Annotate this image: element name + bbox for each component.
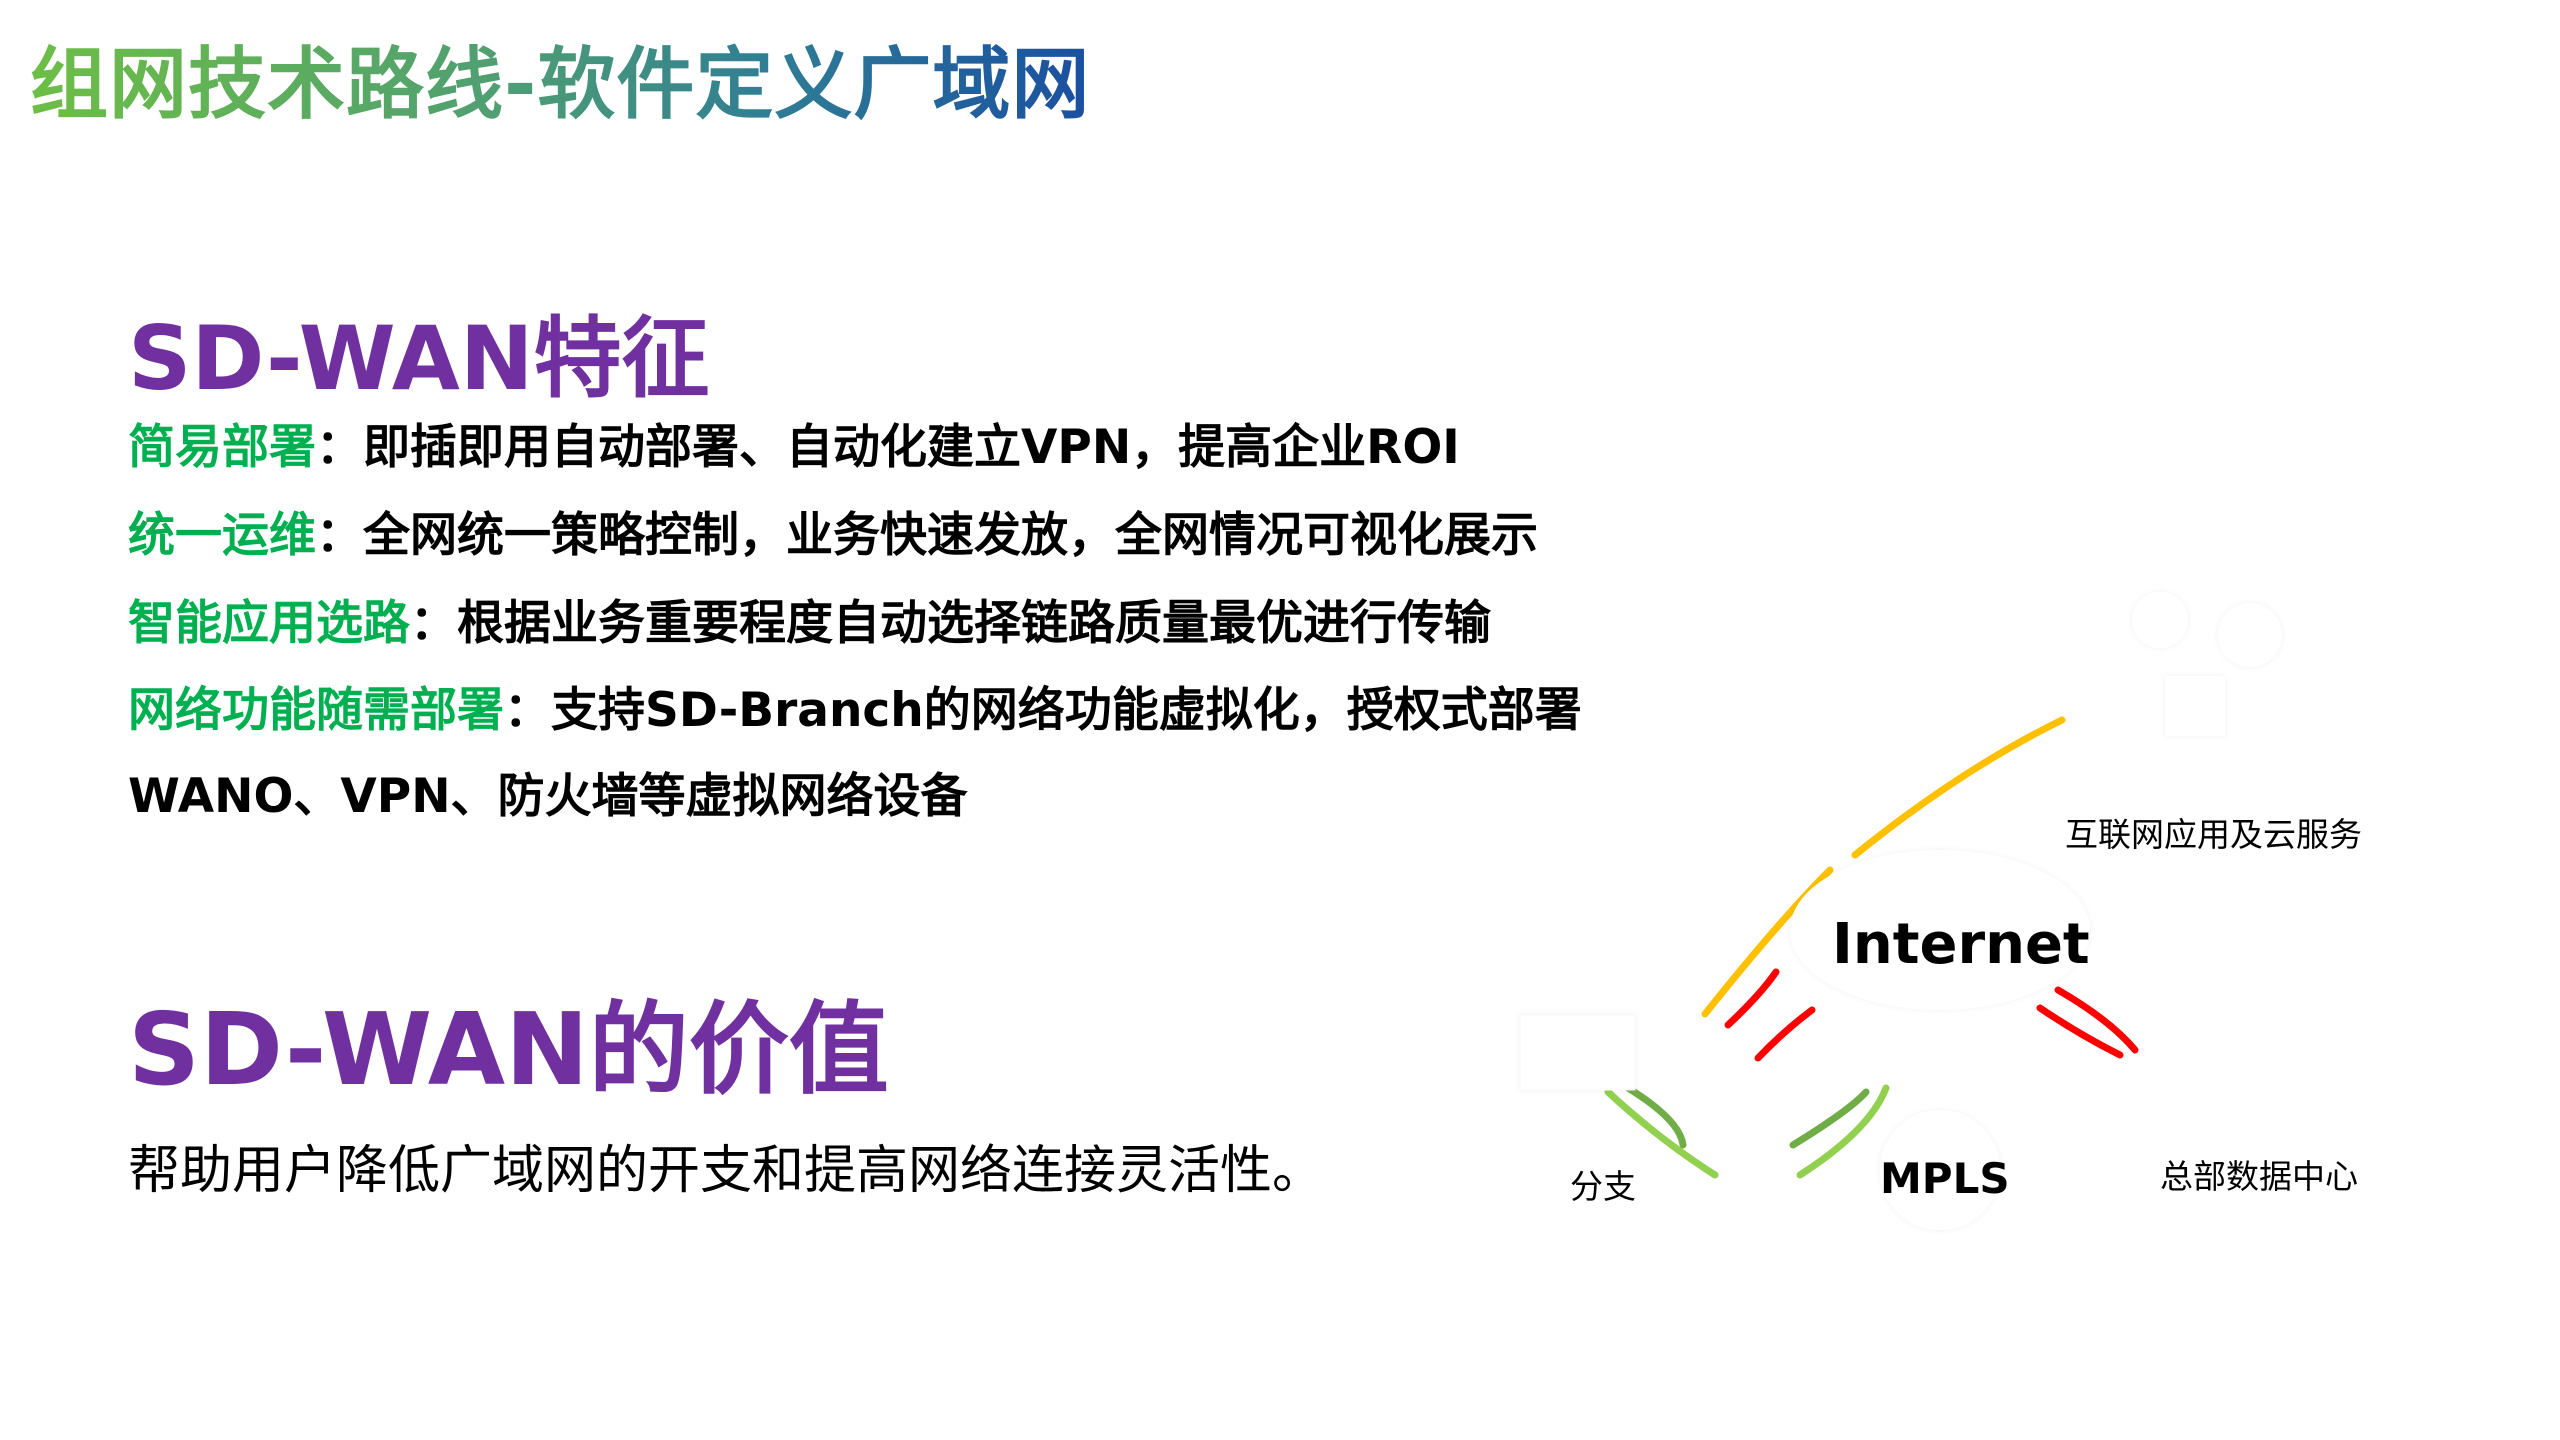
hq-label: 总部数据中心 (2160, 1157, 2358, 1196)
feature-item: 统一运维：全网统一策略控制，业务快速发放，全网情况可视化展示 (128, 506, 1538, 566)
ie-browser-icon (2132, 592, 2188, 648)
slide-title: 组网技术路线-软件定义广域网 (30, 22, 1090, 134)
internet-node-label: Internet (1832, 912, 2090, 977)
feature-text: 全网统一策略控制，业务快速发放，全网情况可视化展示 (363, 508, 1538, 563)
branch-label: 分支 (1570, 1167, 1636, 1206)
mpls-icon (1880, 1110, 2000, 1230)
feature-item: 简易部署：即插即用自动部署、自动化建立VPN，提高企业ROI (128, 418, 1460, 478)
internet-hq-links (2036, 986, 2139, 1059)
feature-sep: ： (504, 683, 551, 738)
feature-text: 支持SD-Branch的网络功能虚拟化，授权式部署 (551, 683, 1582, 738)
feature-sep: ： (410, 596, 457, 651)
features-heading: SD-WAN特征 (128, 307, 710, 410)
branch-internet-links (1724, 968, 1816, 1062)
feature-sep: ： (316, 420, 363, 475)
feature-item: 智能应用选路：根据业务重要程度自动选择链路质量最优进行传输 (128, 594, 1491, 654)
feature-key: 智能应用选路 (128, 596, 410, 651)
feature-key: 简易部署 (128, 420, 316, 475)
branch-mpls-links (1604, 1084, 1719, 1179)
mpls-node-label: MPLS (1880, 1154, 2010, 1203)
image-icon (2165, 676, 2225, 736)
monitor-icon (1519, 1014, 1636, 1091)
feature-continuation: WANO、VPN、防火墙等虚拟网络设备 (128, 769, 968, 824)
feature-key: 统一运维 (128, 508, 316, 563)
value-heading: SD-WAN的价值 (128, 991, 889, 1108)
feature-sep: ： (316, 508, 363, 563)
cloud-services-label: 互联网应用及云服务 (2065, 815, 2362, 854)
mpls-hq-links (1789, 1084, 1890, 1179)
pie-chart-icon (2218, 603, 2282, 667)
value-description: 帮助用户降低广域网的开支和提高网络连接灵活性。 (128, 1141, 1325, 1201)
cloud-icon (1790, 850, 2090, 1010)
internet-cloud-link (1701, 716, 2066, 1018)
feature-text: 根据业务重要程度自动选择链路质量最优进行传输 (457, 596, 1491, 651)
feature-text: 即插即用自动部署、自动化建立VPN，提高企业ROI (363, 420, 1460, 475)
feature-key: 网络功能随需部署 (128, 683, 504, 738)
feature-item: 网络功能随需部署：支持SD-Branch的网络功能虚拟化，授权式部署 (128, 681, 1582, 741)
